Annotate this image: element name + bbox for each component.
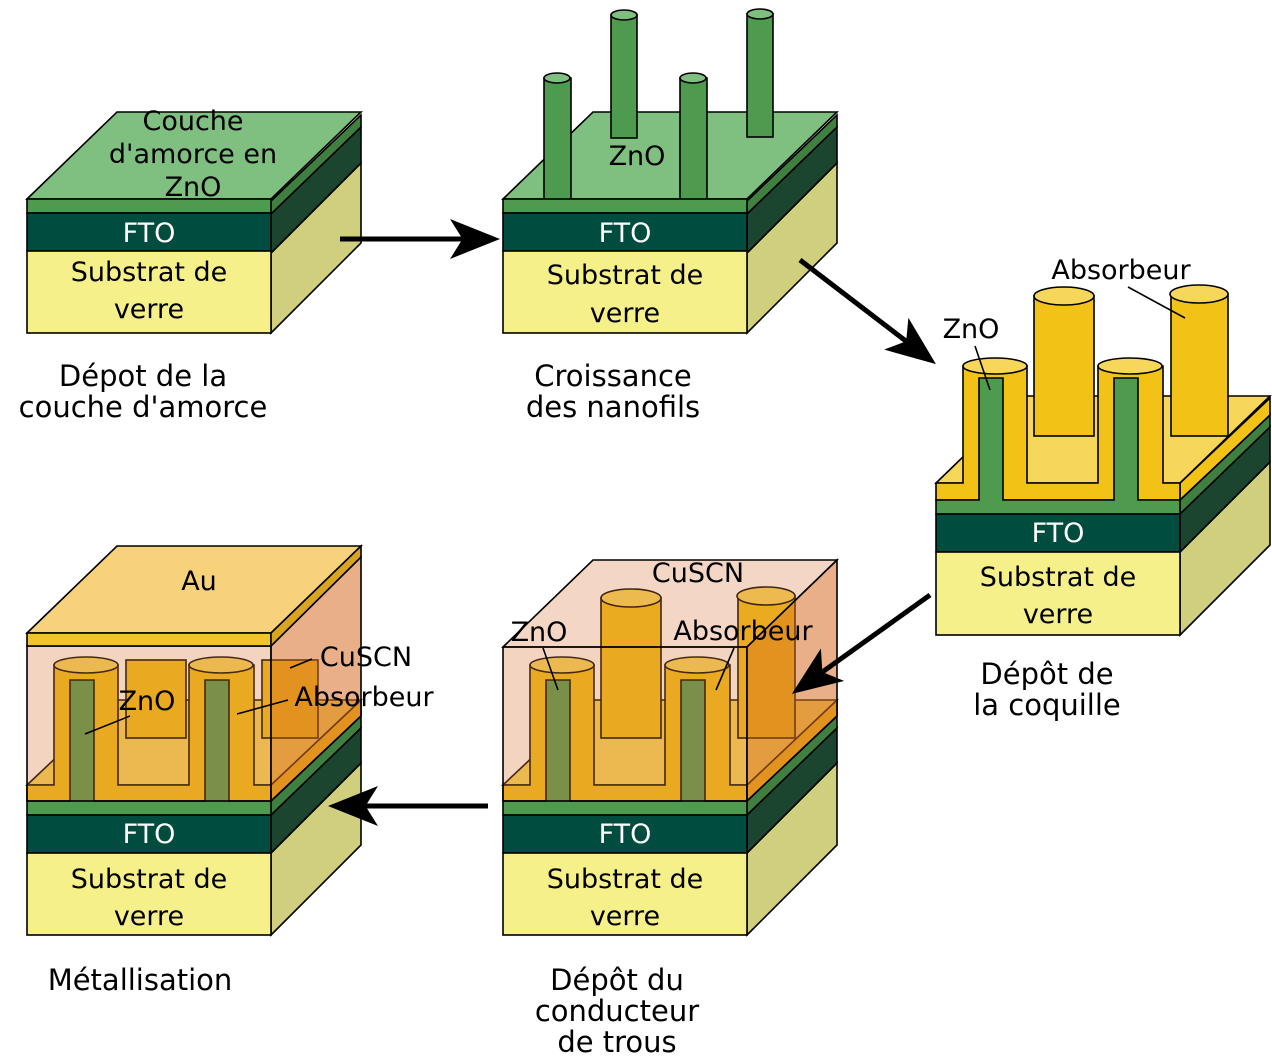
substrate-label-2: verre [114,294,184,325]
caption-step-4-line-2: conducteur [535,994,699,1028]
zno-label: ZnO [609,141,666,172]
cuscn-label: CuSCN [320,642,412,673]
caption-step-1-line-2: couche d'amorce [19,390,268,424]
front-core-shell-slab [935,357,1181,515]
step-5-metallization: FTO Substrat de verre Au CuSCN Absorbeur… [24,544,435,997]
cuscn-label: CuSCN [652,558,744,589]
cuscn-leader [289,658,313,669]
glass-substrate [26,250,272,334]
seed-label-3: ZnO [165,172,222,203]
seed-label-2: d'amorce en [109,139,277,170]
zno-leader [84,715,131,735]
step-4-hole-conductor: FTO Substrat de verre CuSCN ZnO Absorbeu… [500,558,840,1059]
step-1-seed-layer: FTO Substrat de verre Couche d'amorce en… [19,106,363,424]
absorber-leader [236,699,289,715]
zno-label: ZnO [943,314,1000,345]
substrate-label-1: Substrat de [547,260,704,291]
back-absorber-rods [1033,284,1229,437]
caption-step-2-line-1: Croissance [534,359,692,393]
gold-contact [25,544,363,648]
caption-step-2-line-2: des nanofils [526,390,700,424]
zno-leader [542,647,559,691]
caption-step-1-line-1: Dépot de la [59,359,227,393]
front-core-shell-slab [502,656,748,816]
glass-substrate [26,852,272,936]
au-label: Au [181,566,217,597]
front-core-shell-slab [26,656,272,816]
glass-substrate [935,551,1181,636]
absorber-label: Absorbeur [294,682,434,713]
seed-label-1: Couche [142,106,243,137]
step-2-nanowire-growth: FTO Substrat de verre ZnO Croissance des… [501,8,839,424]
absorber-label: Absorbeur [1051,255,1191,286]
back-nanowires [610,8,774,139]
fto-label: FTO [123,819,176,850]
zno-leader [974,345,991,391]
zno-label: ZnO [511,617,568,648]
fto-layer [26,814,272,854]
fto-layer [935,513,1181,553]
substrate-label-2: verre [114,901,184,932]
fto-label: FTO [599,819,652,850]
absorber-label: Absorbeur [673,616,813,647]
caption-step-3-line-2: la coquille [973,688,1121,722]
substrate-label-1: Substrat de [980,562,1137,593]
substrate-label-1: Substrat de [547,864,704,895]
zno-label: ZnO [119,686,176,717]
cuscn-layer [26,555,362,803]
fto-label: FTO [599,218,652,249]
caption-step-4-line-3: de trous [557,1025,676,1059]
substrate-label-1: Substrat de [71,257,228,288]
substrate-label-2: verre [1023,599,1093,630]
absorber-leader [1127,286,1186,319]
absorber-leader [715,647,735,691]
substrate-label-1: Substrat de [71,864,228,895]
fto-label: FTO [1032,518,1085,549]
arrow-step3-to-step4 [791,592,932,694]
glass-substrate [502,250,748,334]
step-3-shell-deposition: FTO Substrat de verre Absorbeur ZnO Dépô… [934,255,1272,722]
caption-step-4-line-1: Dépôt du [550,963,684,997]
process-arrows [328,219,936,826]
caption-step-5: Métallisation [48,963,233,997]
substrate-label-2: verre [590,901,660,932]
substrate-label-2: verre [590,298,660,329]
glass-substrate [502,852,748,936]
fto-label: FTO [123,218,176,249]
fto-layer [502,212,748,252]
caption-step-3-line-1: Dépôt de [980,657,1113,691]
arrow-step2-to-step3 [798,258,936,365]
